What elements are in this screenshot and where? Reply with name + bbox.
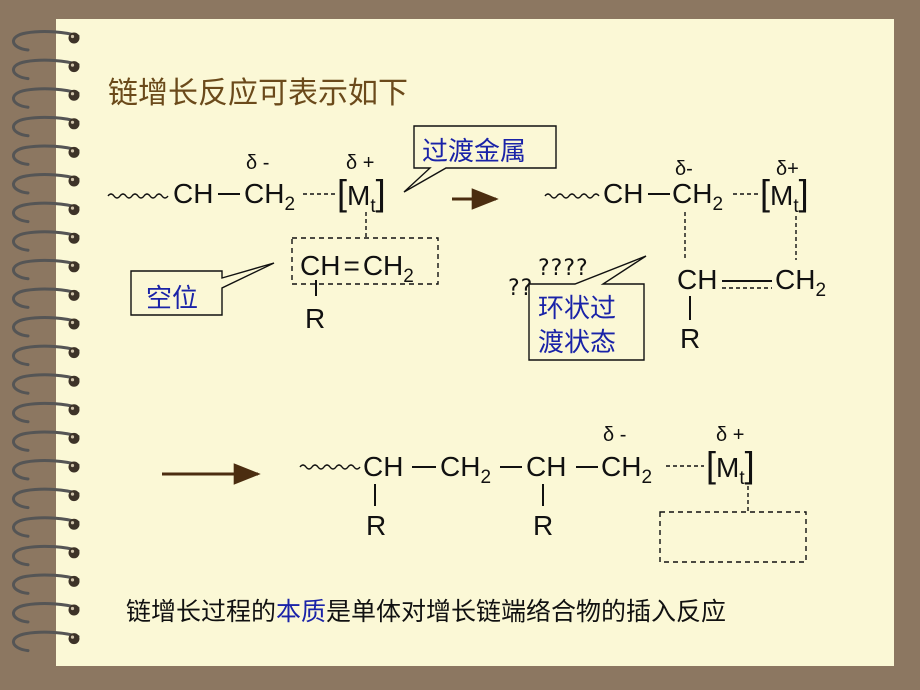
- r-group-2: R: [680, 323, 701, 354]
- binding-ring: [12, 87, 80, 109]
- r-group-1: R: [305, 303, 326, 334]
- delta-minus-label-1: δ -: [246, 152, 270, 174]
- ch2-group-1: CH2: [244, 178, 295, 216]
- question-marks-side: ??: [508, 276, 534, 301]
- polymer-chain-wavy-line-2: [544, 193, 600, 199]
- ch2-base: CH: [672, 178, 713, 209]
- product-ch-2: CH: [526, 451, 567, 482]
- product-ch2-2: CH2: [601, 451, 652, 489]
- metal-subscript: t: [739, 468, 745, 489]
- binding-ring: [12, 144, 80, 166]
- binding-ring: [12, 115, 80, 138]
- metal-symbol: M: [770, 180, 794, 211]
- ch2-base: CH: [244, 178, 285, 209]
- question-marks-top: ????: [538, 256, 589, 281]
- binding-ring: [12, 516, 80, 538]
- binding-ring: [12, 401, 80, 424]
- ch-label: CH: [300, 250, 341, 281]
- subscript-2: 2: [403, 266, 414, 287]
- slide-title: 链增长反应可表示如下: [108, 76, 408, 111]
- metal-center-2: [Mt]: [760, 172, 809, 217]
- spiral-binding: [12, 30, 80, 653]
- binding-ring: [12, 373, 80, 395]
- ring-ch-group: CH: [677, 264, 718, 295]
- ch2-base: CH: [601, 451, 642, 482]
- delta-minus-label-3: δ -: [603, 424, 626, 447]
- binding-ring: [12, 201, 80, 224]
- callout-bubble-transition-metal: [403, 125, 557, 193]
- subscript-2: 2: [480, 467, 492, 488]
- callout-bubble-vacancy: [130, 262, 275, 316]
- binding-ring: [12, 316, 80, 338]
- binding-ring: [12, 58, 80, 81]
- metal-symbol: M: [716, 452, 740, 483]
- binding-ring: [12, 173, 80, 195]
- product-ch2-1: CH2: [440, 451, 491, 489]
- callout-cyclic-transition-label-line1: 环状过: [538, 294, 617, 324]
- binding-ring: [12, 258, 80, 281]
- delta-plus-label-2: δ+: [776, 158, 799, 180]
- ch2-base: CH: [362, 250, 404, 281]
- ch2-base: CH: [440, 451, 481, 482]
- double-bond: =: [343, 250, 360, 281]
- callout-cyclic-transition-label-line2: 渡状态: [538, 328, 617, 358]
- binding-ring: [12, 287, 80, 309]
- metal-subscript: t: [370, 196, 376, 217]
- subscript-2: 2: [712, 194, 724, 215]
- product-ch-1: CH: [363, 451, 404, 482]
- binding-ring: [12, 573, 80, 595]
- ring-ch2-group: CH2: [775, 264, 826, 302]
- delta-minus-text: δ -: [603, 424, 627, 446]
- metal-center-3: [Mt]: [706, 444, 755, 489]
- binding-ring: [12, 602, 80, 624]
- delta-minus-label-2: δ-: [675, 158, 693, 180]
- binding-ring: [12, 459, 80, 481]
- delta-plus-label-3: δ +: [716, 424, 744, 447]
- r-group-3: R: [366, 510, 387, 541]
- vacancy-dashed-box: [291, 237, 439, 285]
- ch-group-2: CH: [603, 178, 644, 209]
- summary-sentence: 链增长过程的本质是单体对增长链端络合物的插入反应: [126, 592, 726, 628]
- metal-symbol: M: [347, 180, 371, 211]
- subscript-2: 2: [641, 467, 653, 488]
- subscript-2: 2: [815, 280, 827, 301]
- delta-plus-text: δ +: [716, 424, 745, 446]
- ch2-group-2: CH2: [672, 178, 723, 216]
- binding-ring: [12, 30, 80, 52]
- metal-subscript: t: [793, 196, 799, 217]
- callout-vacancy-label: 空位: [146, 284, 199, 314]
- r-group-4: R: [533, 510, 554, 541]
- callout-bubble-cyclic-transition: [528, 255, 647, 361]
- binding-ring: [12, 430, 80, 452]
- summary-part2: 是单体对增长链端络合物的插入反应: [326, 597, 727, 626]
- ch2-base: CH: [775, 264, 816, 295]
- summary-highlight: 本质: [276, 597, 327, 626]
- summary-part1: 链增长过程的: [126, 597, 277, 626]
- subscript-2: 2: [284, 194, 296, 215]
- monomer-ch-ch2: CH=CH2: [300, 250, 414, 288]
- ch-group-1: CH: [173, 178, 214, 209]
- binding-ring: [12, 230, 80, 252]
- binding-ring: [12, 630, 80, 653]
- binding-ring: [12, 487, 80, 510]
- polymer-chain-wavy-line-3: [299, 464, 361, 470]
- new-vacancy-dashed-box: [659, 511, 807, 563]
- polymer-chain-wavy-line-1: [107, 193, 169, 199]
- binding-ring: [12, 544, 80, 567]
- delta-plus-label-1: δ +: [346, 152, 375, 174]
- metal-center-1: [Mt]: [337, 172, 386, 217]
- callout-transition-metal-label: 过渡金属: [422, 137, 527, 167]
- binding-ring: [12, 344, 80, 367]
